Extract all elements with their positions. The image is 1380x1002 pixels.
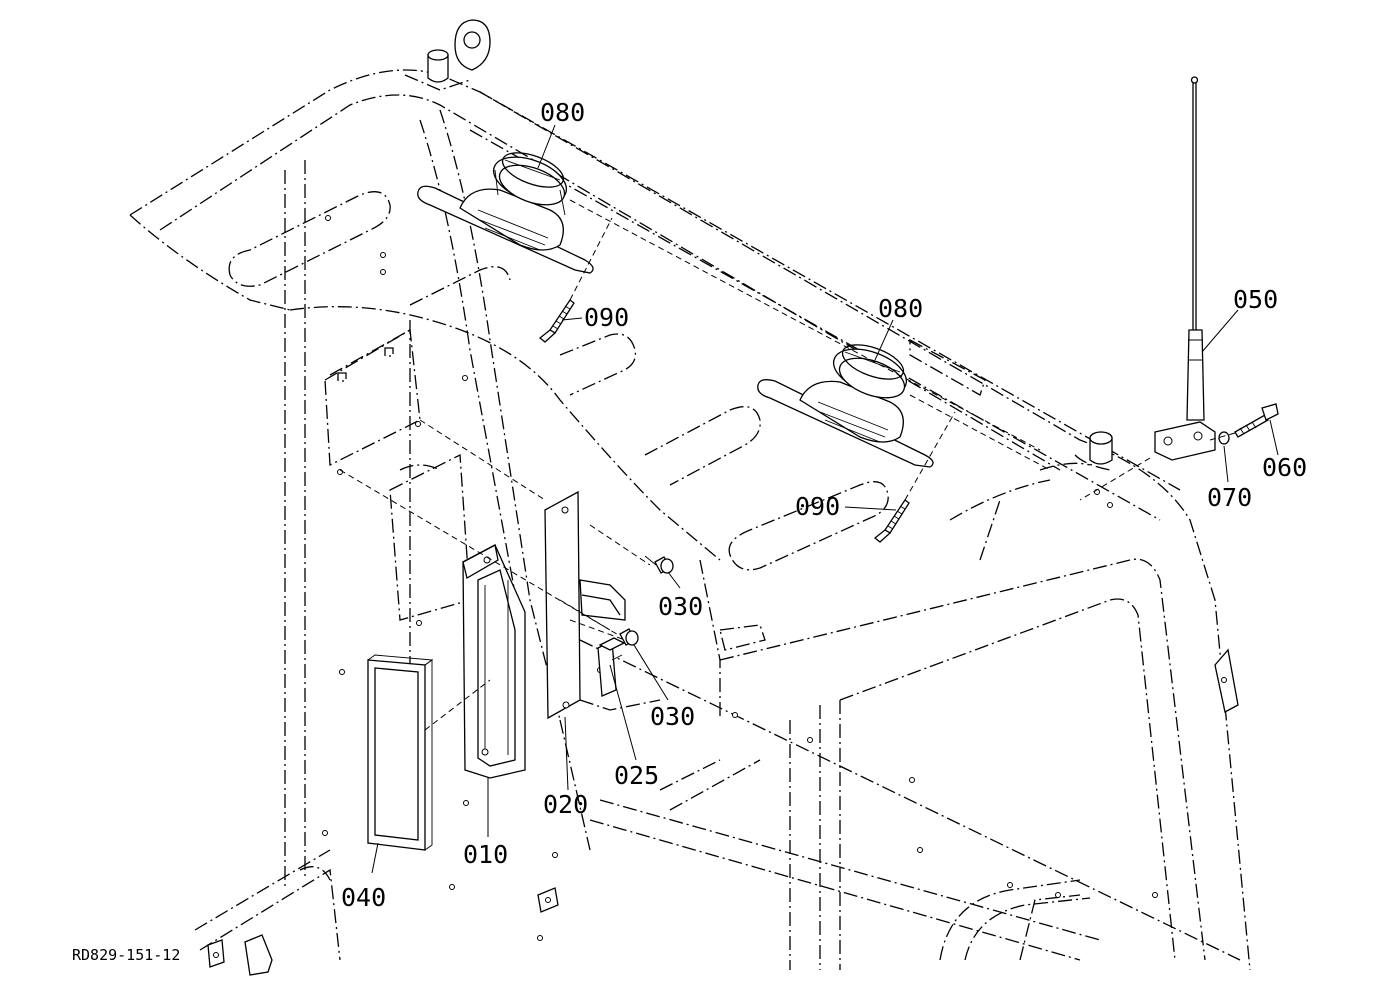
callout-speaker-right: 080 [878, 294, 924, 323]
callout-antenna: 050 [1233, 285, 1279, 314]
panel-040 [367, 654, 491, 851]
callout-bolt-030-upper: 030 [658, 592, 704, 621]
drawing-id: RD829-151-12 [72, 946, 181, 964]
callout-bezel-010: 010 [463, 840, 509, 869]
callout-bolt-030-lower: 030 [650, 702, 696, 731]
antenna-assembly [1079, 76, 1279, 501]
speaker-axis-left [569, 199, 1041, 451]
bracket-020 [544, 490, 651, 720]
speaker-right [757, 344, 934, 468]
leader-lines [371, 124, 1279, 874]
roof-recesses [228, 191, 1111, 651]
callout-bracket-020: 020 [543, 790, 589, 819]
cab-frame [129, 69, 1251, 971]
callout-clip-025: 025 [614, 761, 660, 790]
mounting-holes [322, 215, 1158, 941]
callout-bolt-060: 060 [1262, 453, 1308, 482]
clip-025 [597, 637, 626, 697]
screw-right [873, 411, 956, 543]
callout-screw-left: 090 [584, 303, 630, 332]
speaker-left [417, 152, 594, 274]
rear-wall-panels [324, 328, 471, 621]
bolt-030-upper [644, 555, 674, 574]
small-brackets [207, 648, 1239, 976]
speaker-axis-right [909, 394, 1051, 471]
roof-lugs [404, 19, 1113, 465]
screw-left [538, 217, 613, 343]
callout-screw-right: 090 [795, 492, 841, 521]
callout-washer-070: 070 [1207, 483, 1253, 512]
callout-panel-040: 040 [341, 883, 387, 912]
callout-speaker-left: 080 [540, 98, 586, 127]
bezel-010 [339, 419, 611, 779]
